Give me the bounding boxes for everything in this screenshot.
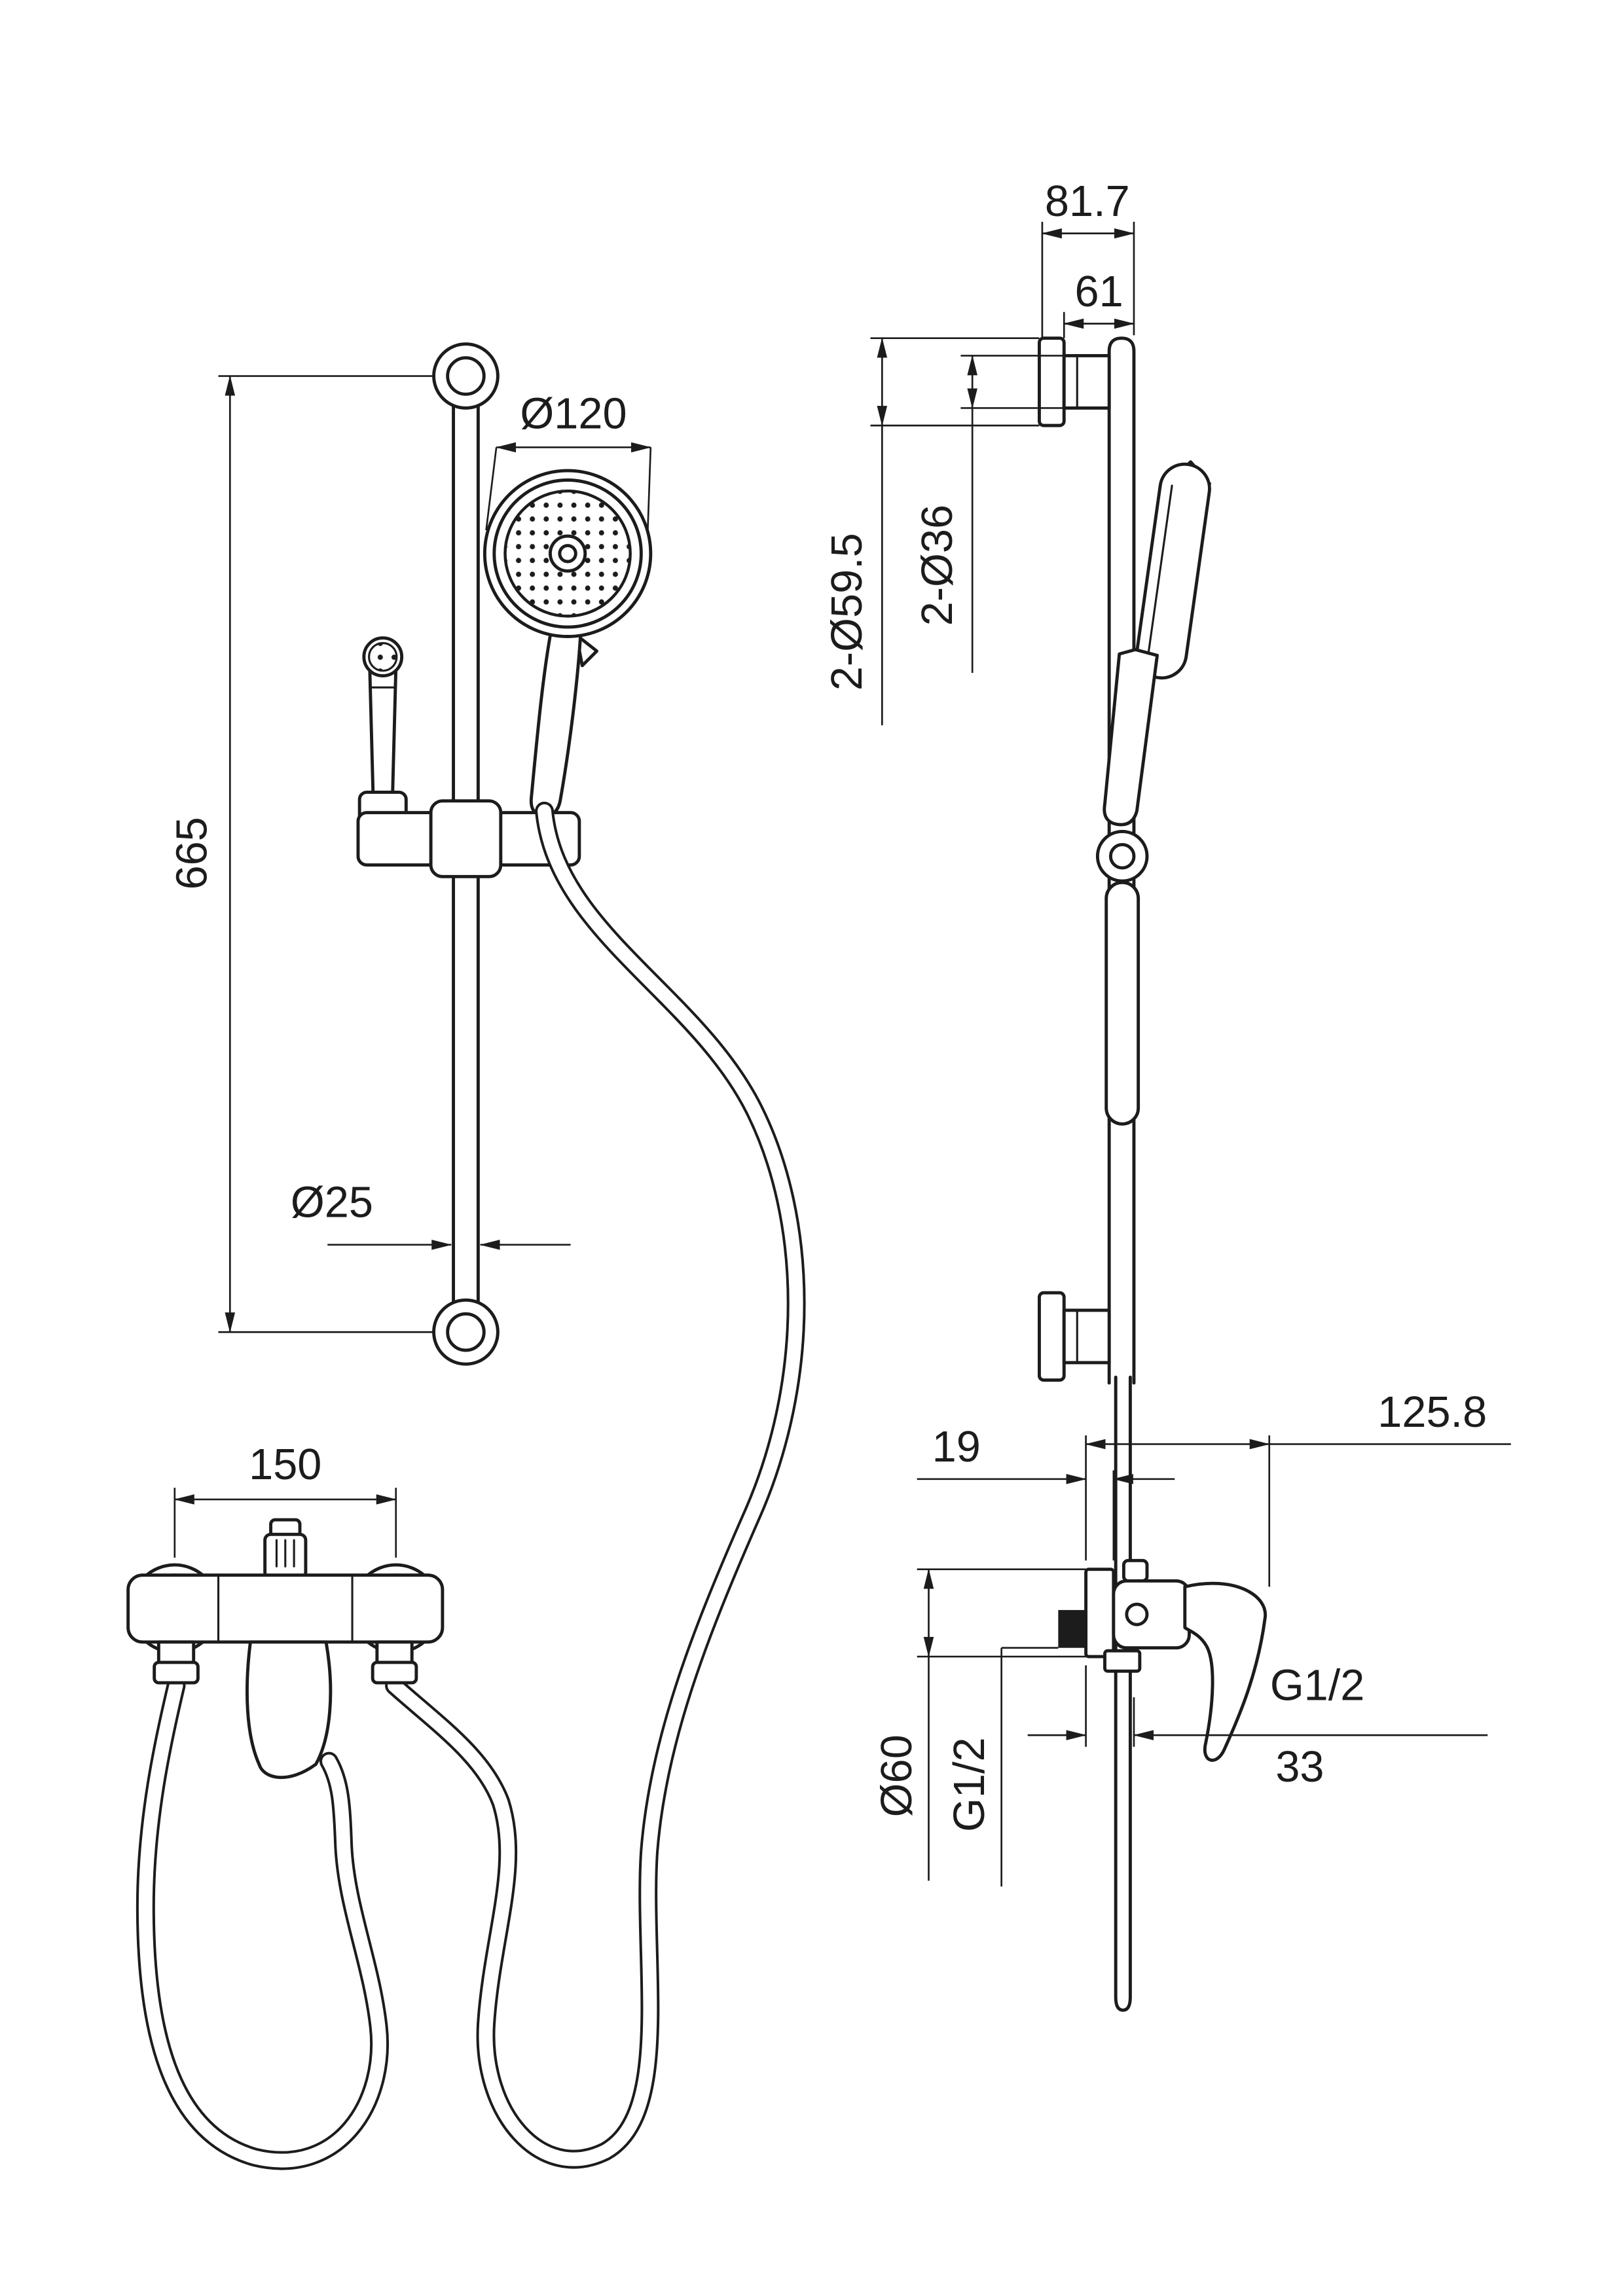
side-dimensions: 81.7 61 2-Ø59.5 2-Ø36 125.8 xyxy=(823,177,1511,1887)
dim-outlet-offset-label: 33 xyxy=(1275,1743,1324,1791)
mixer-right-hose-nut xyxy=(371,1660,418,1685)
rail-bottom-ring-hole xyxy=(446,1312,486,1352)
top-bracket-arm xyxy=(1062,353,1111,410)
bottom-bracket-flange xyxy=(1038,1291,1066,1382)
slide-rail xyxy=(432,342,500,1366)
slider-knob-side xyxy=(1095,829,1149,883)
mixer-lever-handle xyxy=(245,1640,333,1780)
mixer-body xyxy=(126,1573,445,1644)
ext-120-right xyxy=(647,447,652,531)
mixer-body-side xyxy=(1112,1579,1191,1650)
shower-hoses xyxy=(136,801,806,2170)
shower-head-side xyxy=(1103,460,1212,827)
head-handle xyxy=(529,626,583,817)
dim-escutcheon-depth-label: 19 xyxy=(932,1423,981,1471)
dim-bracket-projection-label: 61 xyxy=(1075,268,1123,316)
mixer-left-port xyxy=(156,1640,196,1664)
dim-flange-diameter-label: 2-Ø59.5 xyxy=(823,533,871,691)
dim-valve-centers-label: 150 xyxy=(249,1441,321,1489)
front-dimensions: 665 Ø120 Ø25 150 xyxy=(168,375,652,1558)
hose-main-core xyxy=(388,804,803,2166)
outlet-nut xyxy=(1103,1649,1142,1673)
head-face-edge xyxy=(1147,484,1173,657)
side-hose xyxy=(1114,1375,1132,2012)
hose-secondary-core xyxy=(138,1679,386,2168)
mixer-right-port xyxy=(375,1640,414,1664)
mixer-valve-side xyxy=(1058,1558,1267,1762)
bracket-clamp xyxy=(429,799,503,878)
dim-outlet-thread-label: G1/2 xyxy=(1270,1662,1365,1710)
side-rail xyxy=(1107,336,1136,1385)
cartridge-detail xyxy=(1125,1602,1149,1626)
mixer-screw-cap xyxy=(1122,1558,1149,1583)
mixer-escutcheon-side xyxy=(1084,1568,1116,1659)
dim-escutcheon-diameter-label: Ø60 xyxy=(873,1734,921,1817)
bottom-wall-bracket xyxy=(1038,1291,1111,1382)
dim-wall-to-rail-label: 81.7 xyxy=(1045,177,1130,226)
dim-valve-depth-label: 125.8 xyxy=(1377,1388,1487,1437)
dim-inlet-thread-label: G1/2 xyxy=(945,1737,994,1832)
front-view: 665 Ø120 Ø25 150 xyxy=(126,342,806,2170)
dim-rail-diameter-label: Ø25 xyxy=(291,1179,373,1227)
head-inner-rim xyxy=(492,478,643,629)
head-handle-side xyxy=(1103,648,1159,827)
dim-bracket-diameter-label: 2-Ø36 xyxy=(913,505,962,626)
mixer-lever-side xyxy=(1183,1581,1267,1762)
top-wall-bracket xyxy=(1038,336,1111,427)
mixer-left-hose-nut xyxy=(153,1660,200,1685)
slider-bracket xyxy=(356,799,581,878)
bottom-bracket-arm xyxy=(1062,1308,1111,1365)
sprayer-side-profile xyxy=(1104,880,1140,1126)
dim-head-diameter-label: Ø120 xyxy=(520,390,627,439)
ext-120-left xyxy=(485,447,498,531)
rail-top-ring-hole xyxy=(446,356,486,396)
dim-rail-height-label: 665 xyxy=(168,817,217,889)
side-view: 81.7 61 2-Ø59.5 2-Ø36 125.8 xyxy=(823,177,1511,2012)
sprayer-face xyxy=(368,641,398,672)
top-bracket-flange xyxy=(1038,336,1066,427)
slider-knob-inner xyxy=(1108,842,1136,870)
head-center-dot xyxy=(558,544,577,564)
mixer-valve xyxy=(126,1518,445,1780)
shower-head xyxy=(483,469,653,817)
head-profile xyxy=(1135,462,1211,680)
